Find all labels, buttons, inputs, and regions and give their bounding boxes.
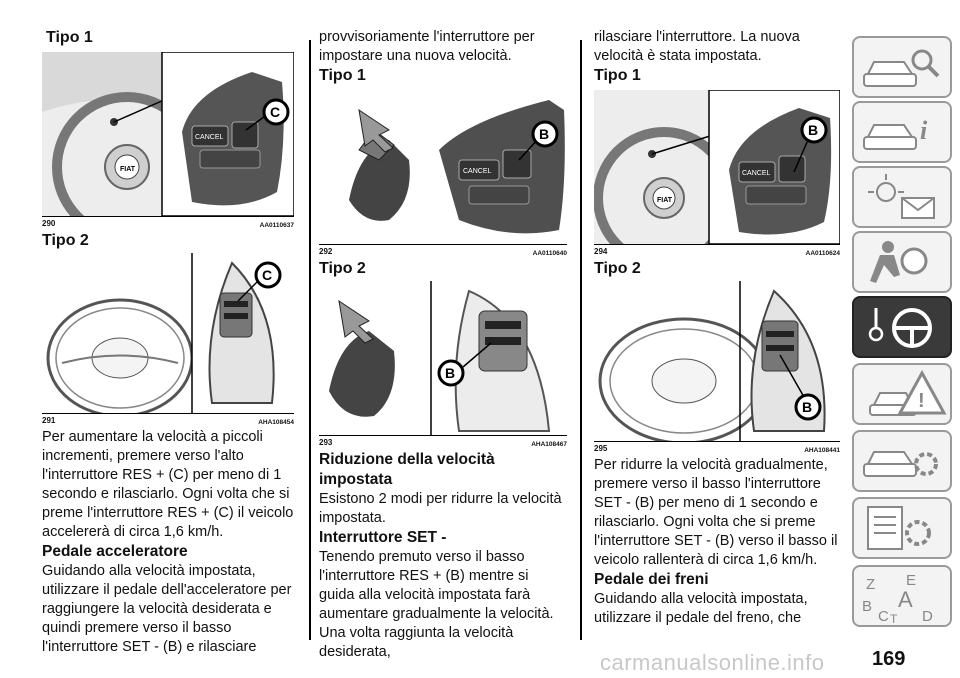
warning-triangle-icon: !	[869, 369, 947, 416]
figure-ref: AA0110637	[259, 222, 294, 229]
brand-logo: FIAT	[657, 197, 673, 204]
hand-pressing-stalk-illustration: CANCEL B	[319, 90, 567, 244]
warning-lights-icon	[868, 174, 935, 219]
index-letter: C	[878, 608, 889, 625]
section-heading: Tipo 2	[594, 260, 641, 277]
figure-number: 292	[319, 247, 333, 256]
column-1: Tipo 1 FIAT CANCEL C 290 AA0110637 Tip	[42, 28, 294, 657]
figure-number: 290	[42, 219, 56, 228]
car-service-icon	[863, 451, 938, 477]
body-paragraph: Esistono 2 modi per ridurre la velocità …	[319, 491, 562, 526]
figure-295: B	[594, 281, 840, 442]
index-icon: Z E A B C D T	[862, 572, 933, 625]
body-paragraph: rilasciare l'interruttore. La nuova velo…	[594, 29, 800, 64]
body-paragraph: Tenendo premuto verso il basso l'interru…	[319, 549, 554, 660]
body-paragraph: provvisoriamente l'interruttore per impo…	[319, 29, 535, 64]
column-divider	[580, 40, 582, 640]
key-steering-wheel-icon	[868, 308, 932, 348]
figure-number: 291	[42, 416, 56, 425]
brand-logo: FIAT	[120, 166, 136, 173]
column-3: rilasciare l'interruttore. La nuova velo…	[594, 28, 840, 628]
figure-number: 295	[594, 444, 608, 453]
sidebar-tab-emergency[interactable]: !	[852, 363, 952, 425]
steering-wheel-controls-illustration: FIAT CANCEL B	[594, 90, 840, 244]
figure-ref: AA0110624	[805, 250, 840, 257]
cancel-button-label: CANCEL	[742, 170, 771, 177]
cancel-button-label: CANCEL	[195, 134, 224, 141]
figure-number: 294	[594, 247, 608, 256]
sidebar-tab-knowing-car[interactable]	[852, 36, 952, 98]
subheading: Pedale acceleratore	[42, 543, 188, 560]
steering-wheel-type2-illustration: B	[594, 281, 840, 441]
subheading: Interruttore SET -	[319, 529, 447, 546]
steering-wheel-type2-illustration: C	[42, 253, 294, 413]
section-heading: Tipo 2	[42, 232, 89, 249]
callout-b: B	[802, 399, 812, 415]
body-paragraph: Per ridurre la velocità gradualmente, pr…	[594, 457, 838, 568]
column-2: provvisoriamente l'interruttore per impo…	[319, 28, 567, 662]
technical-data-icon	[867, 506, 931, 550]
figure-ref: AA0110640	[532, 250, 567, 257]
callout-c: C	[270, 104, 280, 120]
steering-wheel-controls-illustration: FIAT CANCEL C	[42, 52, 294, 216]
body-paragraph: Guidando alla velocità impostata, utiliz…	[42, 563, 292, 655]
sidebar-tab-maintenance[interactable]	[852, 430, 952, 492]
index-letter: B	[862, 598, 872, 615]
sidebar-tab-warning-lights[interactable]	[852, 166, 952, 228]
body-paragraph: Per aumentare la velocità a piccoli incr…	[42, 429, 294, 540]
figure-caption: 293 AHA108467	[319, 438, 567, 450]
sidebar-tab-safety[interactable]	[852, 231, 952, 293]
watermark: carmanualsonline.info	[600, 650, 825, 675]
sidebar-tab-index[interactable]: Z E A B C D T	[852, 565, 952, 627]
callout-b: B	[539, 126, 549, 142]
section-heading: Tipo 1	[319, 67, 366, 84]
section-heading: Tipo 1	[594, 67, 641, 84]
callout-b: B	[445, 365, 455, 381]
figure-291: C	[42, 253, 294, 414]
figure-caption: 290 AA0110637	[42, 219, 294, 231]
safety-airbag-icon	[870, 241, 928, 283]
figure-294: FIAT CANCEL B	[594, 90, 840, 245]
section-heading: Tipo 2	[319, 260, 366, 277]
section-heading: Tipo 1	[46, 29, 93, 46]
figure-caption: 292 AA0110640	[319, 247, 567, 259]
index-letter: E	[906, 572, 916, 589]
callout-c: C	[262, 267, 272, 283]
cancel-button-label: CANCEL	[463, 168, 492, 175]
hand-stalk-type2-illustration: B	[319, 281, 567, 435]
figure-number: 293	[319, 438, 333, 447]
figure-caption: 294 AA0110624	[594, 247, 840, 259]
sidebar-tab-starting-driving[interactable]	[852, 296, 952, 358]
car-info-icon: i	[863, 116, 928, 150]
sidebar-tab-dashboard[interactable]: i	[852, 101, 952, 163]
page-number: 169	[872, 648, 906, 670]
callout-b: B	[808, 122, 818, 138]
index-letter: D	[922, 608, 933, 625]
figure-ref: AHA108467	[531, 441, 567, 448]
subheading: Riduzione della velocità impostata	[319, 451, 495, 488]
subheading: Pedale dei freni	[594, 571, 709, 588]
figure-293: B	[319, 281, 567, 436]
svg-text:!: !	[918, 390, 925, 412]
index-letter: T	[890, 612, 898, 625]
body-paragraph: Guidando alla velocità impostata, utiliz…	[594, 591, 808, 626]
column-divider	[309, 40, 311, 640]
car-search-icon	[863, 49, 940, 87]
figure-292: CANCEL B	[319, 90, 567, 245]
svg-text:i: i	[920, 116, 928, 145]
index-letter: A	[898, 587, 913, 612]
figure-caption: 295 AHA108441	[594, 444, 840, 456]
figure-290: FIAT CANCEL C	[42, 52, 294, 217]
figure-ref: AHA108454	[258, 419, 294, 426]
index-letter: Z	[866, 576, 875, 593]
figure-caption: 291 AHA108454	[42, 416, 294, 428]
figure-ref: AHA108441	[804, 447, 840, 454]
sidebar-tab-technical-data[interactable]	[852, 497, 952, 559]
